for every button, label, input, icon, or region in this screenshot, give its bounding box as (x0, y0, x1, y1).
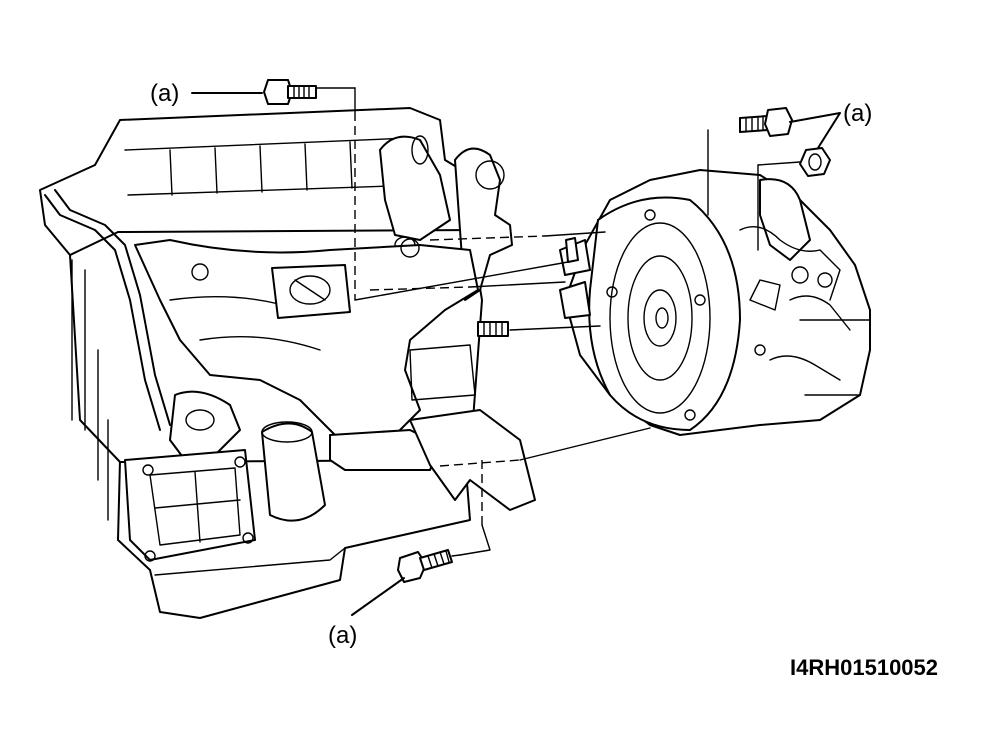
callout-label: (a) (328, 622, 357, 649)
transaxle-assembly (559, 169, 871, 436)
bolt-top-right (739, 107, 793, 137)
callout-top-left: (a) (150, 80, 263, 107)
bolt-top (263, 79, 356, 105)
callout-bottom: (a) (328, 577, 405, 649)
alignment-lines (354, 87, 759, 556)
bolt-bottom (397, 549, 461, 583)
callout-label: (a) (150, 80, 179, 107)
reference-code: I4RH01510052 (790, 655, 938, 680)
callout-label: (a) (843, 100, 872, 127)
engine-block (39, 107, 536, 619)
bolt-center (477, 237, 579, 337)
nut (757, 147, 831, 177)
callout-top-right: (a) (789, 100, 872, 149)
